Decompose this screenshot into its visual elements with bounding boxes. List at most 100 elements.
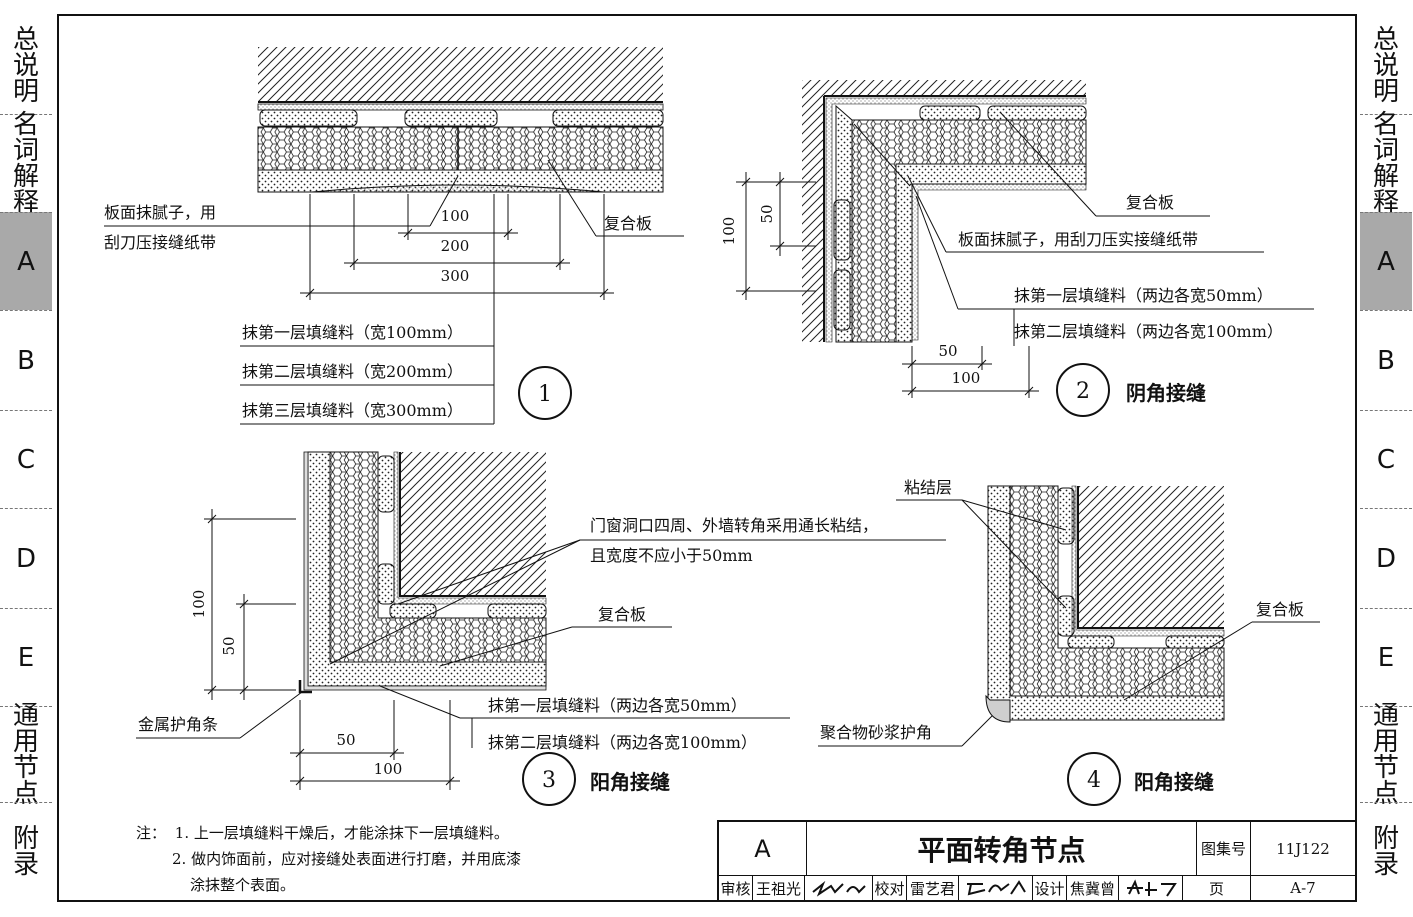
detail-2-number: 2 [1076, 379, 1090, 404]
adhesive-dab [259, 109, 358, 127]
tab-section-c[interactable]: C [0, 410, 52, 508]
signature-mark [966, 880, 1026, 896]
dimension-lines [736, 111, 1314, 398]
title-block: A 平面转角节点 图集号 11J122 审核 王祖光 校对 雷艺君 设计 焦冀曾… [717, 820, 1357, 902]
dim-300: 300 [441, 267, 470, 285]
tab-char: 释 [1372, 187, 1399, 218]
detail-1-marker [518, 366, 572, 420]
dim-v-100: 100 [720, 217, 738, 246]
label-adhesive-layer: 粘结层 [904, 478, 952, 497]
tab-section-e[interactable]: E [0, 608, 52, 706]
tab-char: 附 [1372, 823, 1399, 854]
detail-1-number: 1 [538, 382, 552, 407]
note-line-1: 注： 1. 上一层填缝料干燥后，才能涂抹下一层填缝料。 [136, 820, 521, 846]
label-layer-1: 抹第一层填缝料（两边各宽50mm） [1014, 286, 1273, 305]
tab-general-description[interactable]: 总 说 明 [0, 18, 52, 114]
tab-appendix[interactable]: 附 录 [0, 802, 52, 900]
dimension-lines [104, 159, 684, 425]
detail-4-number: 4 [1087, 768, 1101, 793]
label-metal-corner-bead: 金属护角条 [138, 715, 218, 734]
label-putty-tape-2: 刮刀压接缝纸带 [104, 233, 216, 252]
leader-lines [818, 499, 1320, 747]
insulation-core [257, 126, 664, 171]
design-label: 设计 [1033, 876, 1067, 900]
tab-char: 释 [12, 187, 39, 218]
note-line-2: 2. 做内饰面前，应对接缝处表面进行打磨，并用底漆 [172, 850, 522, 868]
tab-label: E [17, 642, 35, 673]
detail-3-title: 阳角接缝 [590, 770, 670, 794]
tab-char: 总 [1372, 25, 1399, 55]
tab-label: A [1377, 246, 1395, 277]
adhesive-dab [552, 109, 664, 127]
detail-1-flat-joint: 板面抹腻子，用 刮刀压接缝纸带 复合板 100 200 300 抹第一层填缝料（… [104, 47, 684, 425]
tab-label: D [1375, 543, 1397, 574]
tab-common-details[interactable]: 通 用 节 点 [1360, 700, 1412, 807]
signature-mark [811, 880, 866, 897]
tab-section-a[interactable]: A [1360, 212, 1412, 310]
tab-char: 用 [12, 726, 39, 757]
tab-char: 通 [1372, 700, 1399, 731]
tab-section-a[interactable]: A [0, 212, 52, 310]
tab-char: 录 [1372, 849, 1399, 880]
check-signature [959, 876, 1033, 900]
tab-glossary[interactable]: 名 词 解 释 [1360, 109, 1412, 216]
tab-label: D [15, 543, 37, 574]
tab-char: 节 [1372, 752, 1399, 783]
tab-section-b[interactable]: B [1360, 310, 1412, 410]
dim-100: 100 [441, 207, 470, 225]
drawing-frame [57, 14, 1357, 902]
label-layer-1: 抹第一层填缝料（宽100mm） [242, 323, 463, 342]
note-prefix: 注： [136, 824, 167, 842]
tab-char: 名 [1372, 109, 1399, 140]
review-name: 王祖光 [753, 876, 805, 900]
dim-h-100: 100 [374, 760, 403, 778]
tab-char: 总 [12, 25, 39, 55]
design-name: 焦冀曾 [1067, 876, 1119, 900]
general-notes: 注： 1. 上一层填缝料干燥后，才能涂抹下一层填缝料。 2. 做内饰面前，应对接… [136, 820, 521, 898]
detail-3-number: 3 [542, 768, 556, 793]
tab-char: 解 [1372, 161, 1399, 192]
signature-mark [1126, 879, 1177, 897]
check-label: 校对 [873, 876, 907, 900]
dim-h-50: 50 [938, 342, 957, 360]
section-code: A [719, 822, 807, 876]
tab-section-e[interactable]: E [1360, 608, 1412, 706]
tab-common-details[interactable]: 通 用 节 点 [0, 703, 52, 807]
tab-char: 词 [1372, 135, 1399, 166]
tab-label: B [17, 345, 35, 376]
label-layer-3: 抹第三层填缝料（宽300mm） [242, 401, 463, 420]
tab-section-b[interactable]: B [0, 310, 52, 410]
dim-v-50: 50 [220, 636, 238, 655]
detail-4-outside-corner: 粘结层 复合板 聚合物砂浆护角 4 阳角接缝 [818, 478, 1320, 806]
tab-char: 附 [12, 823, 39, 854]
label-layer-2: 抹第二层填缝料（两边各宽100mm） [488, 733, 757, 752]
page-label: 页 [1183, 876, 1251, 900]
design-signature [1119, 876, 1183, 900]
metal-corner-bead [298, 680, 312, 694]
label-putty-tape-1: 板面抹腻子，用 [104, 203, 216, 222]
atlas-number-label: 图集号 [1197, 822, 1251, 876]
tab-glossary[interactable]: 名 词 解 释 [0, 109, 52, 216]
tab-general-description[interactable]: 总 说 明 [1360, 18, 1412, 114]
tab-label: A [17, 246, 35, 277]
label-composite-board: 复合板 [604, 214, 652, 233]
tab-char: 说 [12, 51, 39, 81]
tab-section-c[interactable]: C [1360, 410, 1412, 508]
gypsum-face-board [895, 163, 1087, 343]
tab-section-d[interactable]: D [0, 508, 52, 608]
dim-v-100: 100 [190, 590, 208, 619]
adhesive-layer [257, 103, 664, 111]
tab-label: E [1377, 642, 1395, 673]
dim-h-100: 100 [952, 369, 981, 387]
tab-char: 节 [12, 752, 39, 783]
detail-2-title: 阴角接缝 [1126, 381, 1206, 405]
tab-section-d[interactable]: D [1360, 508, 1412, 608]
dim-h-50: 50 [336, 731, 355, 749]
tab-char: 名 [12, 109, 39, 140]
tab-appendix[interactable]: 附 录 [1360, 802, 1412, 900]
detail-3-marker [522, 752, 576, 806]
tab-label: C [1376, 444, 1396, 475]
adhesive-dab [404, 109, 498, 127]
tab-char: 明 [12, 77, 39, 107]
label-composite-board: 复合板 [1256, 600, 1304, 619]
